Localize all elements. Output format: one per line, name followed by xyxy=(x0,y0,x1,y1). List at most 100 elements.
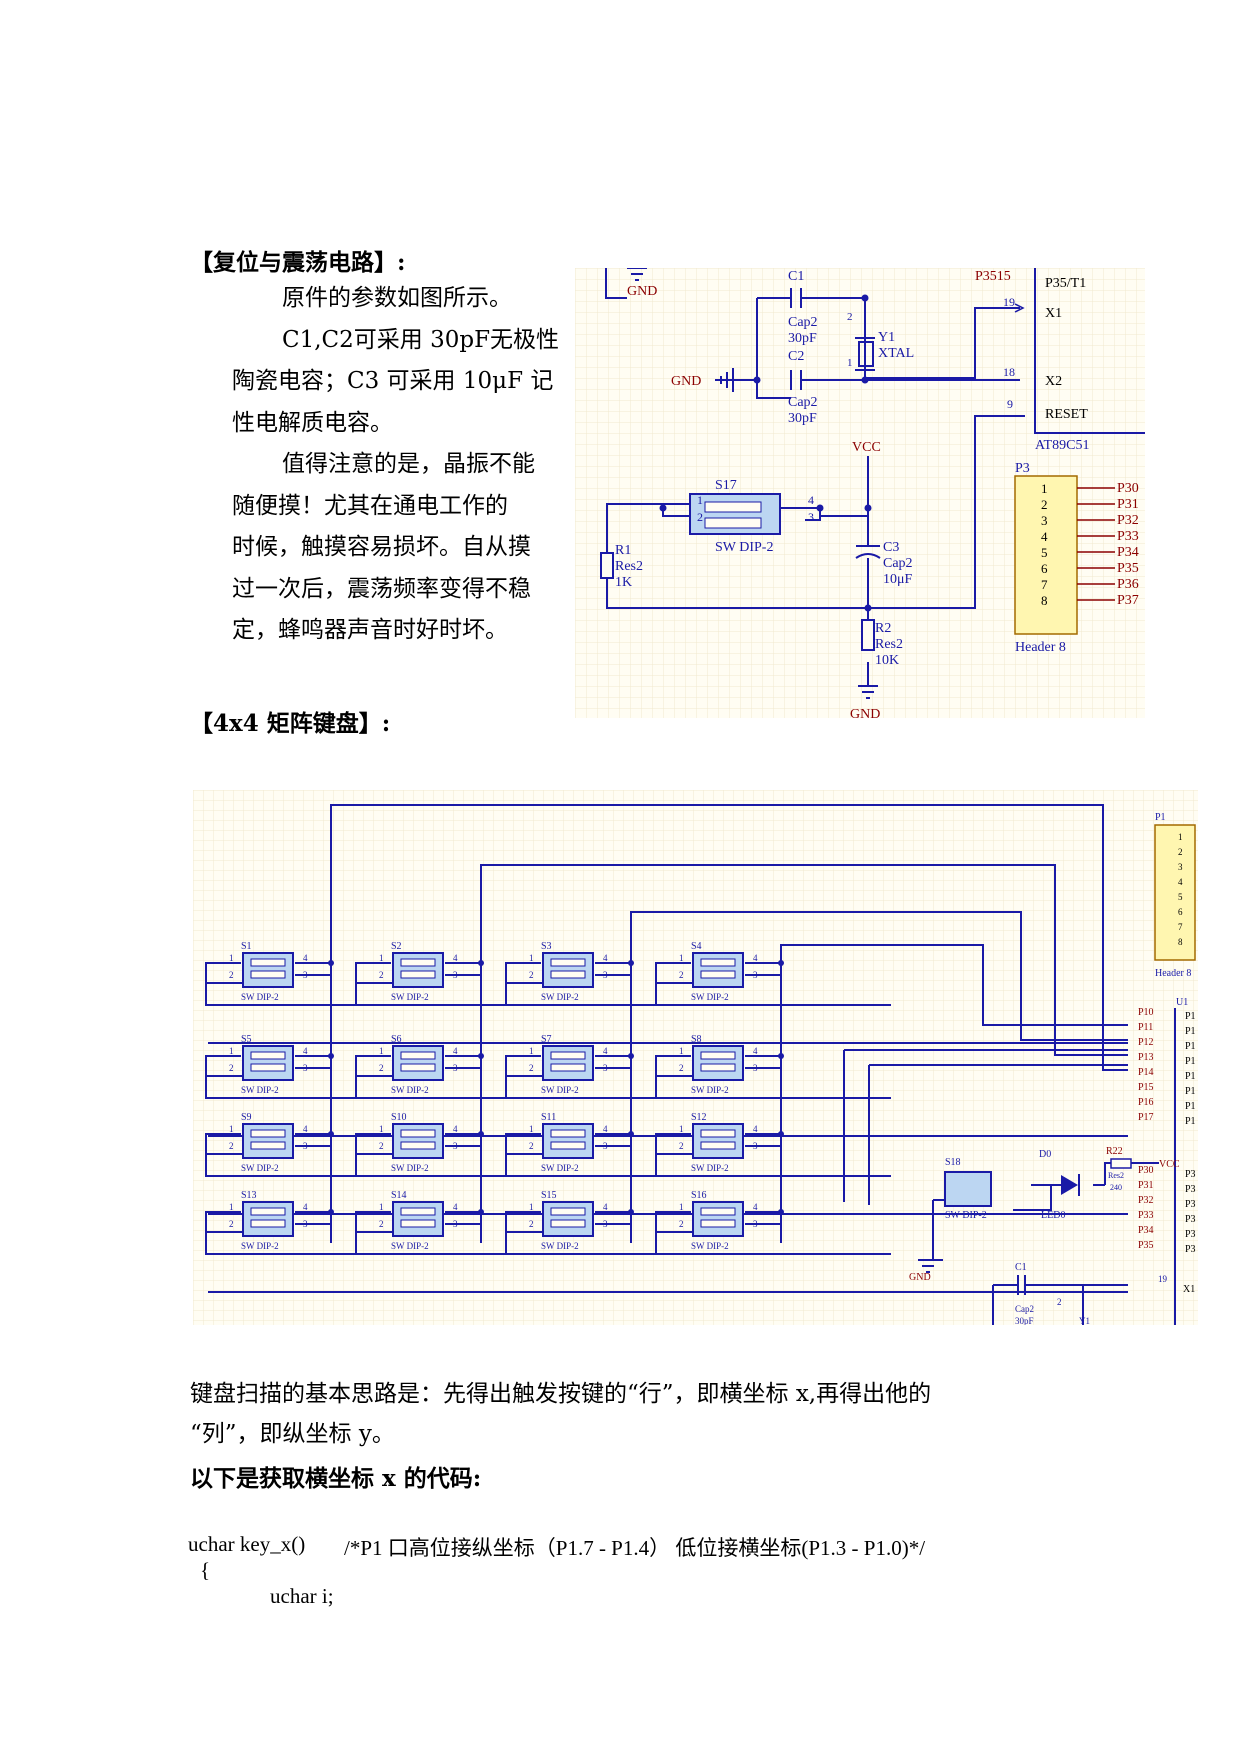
paragraph-line: 性电解质电容。 xyxy=(232,409,393,436)
switch-pin: 2 xyxy=(229,1141,234,1151)
r22-type: Res2 xyxy=(1108,1171,1124,1180)
paragraph-line: 陶瓷电容；C3 可采用 10μF 记 xyxy=(232,368,554,394)
switch-pin: 4 xyxy=(603,1202,608,1212)
p3-net: P37 xyxy=(1117,593,1139,608)
switch-pin: 1 xyxy=(679,1046,684,1056)
s17-pin: 3 xyxy=(808,510,814,524)
mcu-pin-name: RESET xyxy=(1045,407,1088,422)
switch-ref: S16 xyxy=(691,1190,707,1201)
paragraph-line: “列”，即纵坐标 y。 xyxy=(190,1421,395,1447)
p3-ref: P3 xyxy=(1015,461,1030,476)
p3-pin: 7 xyxy=(1041,577,1048,592)
switch-type: SW DIP-2 xyxy=(691,1241,729,1251)
section-heading-reset-oscillator: 【复位与震荡电路】: xyxy=(190,249,406,276)
switch-pin: 2 xyxy=(679,1219,684,1229)
switch-pin: 3 xyxy=(303,1219,308,1229)
p3-pin: 8 xyxy=(1041,593,1048,608)
switch-pin: 1 xyxy=(529,1046,534,1056)
switch-type: SW DIP-2 xyxy=(391,1085,429,1095)
c3-value: 10μF xyxy=(883,572,913,587)
x1-pin-num: 19 xyxy=(1158,1274,1168,1284)
r1-value: 1K xyxy=(615,575,632,590)
gnd-label: GND xyxy=(627,284,657,299)
u1-p1-net: P17 xyxy=(1138,1112,1154,1123)
paragraph-line: 过一次后，震荡频率变得不稳 xyxy=(232,575,531,602)
mcu-ref: AT89C51 xyxy=(1035,438,1089,453)
switch-pin: 3 xyxy=(753,1063,758,1073)
switch-pin: 2 xyxy=(379,1141,384,1151)
u1-pin-label: P3 xyxy=(1185,1244,1196,1255)
switch-pin: 2 xyxy=(679,970,684,980)
paragraph-line: C1,C2可采用 30pF无极性 xyxy=(282,326,560,353)
d0-ref: D0 xyxy=(1039,1149,1051,1160)
c1-type: Cap2 xyxy=(788,315,818,330)
switch-pin: 1 xyxy=(529,1124,534,1134)
switch-ref: S14 xyxy=(391,1190,407,1201)
mcu-pin-num: 18 xyxy=(1003,365,1015,379)
switch-type: SW DIP-2 xyxy=(541,992,579,1002)
c1-value: 30pF xyxy=(788,331,817,346)
x1-pin-label: X1 xyxy=(1183,1284,1195,1295)
switch-ref: S9 xyxy=(241,1112,252,1123)
u1-pin-label: P1 xyxy=(1185,1116,1196,1127)
switch-pin: 4 xyxy=(303,1124,308,1134)
switch-pin: 3 xyxy=(303,970,308,980)
switch-pin: 4 xyxy=(453,953,458,963)
c2-type: Cap2 xyxy=(788,395,818,410)
scan-description: 键盘扫描的基本思路是：先得出触发按键的“行”，即横坐标 x,再得出他的 “列”，… xyxy=(190,1374,1190,1454)
mcu-pin-name: X1 xyxy=(1045,306,1062,321)
p3-net: P34 xyxy=(1117,545,1139,560)
switch-ref: S6 xyxy=(391,1034,402,1045)
switch-pin: 3 xyxy=(753,970,758,980)
switch-pin: 2 xyxy=(529,1063,534,1073)
switch-ref: S13 xyxy=(241,1190,257,1201)
switch-pin: 2 xyxy=(229,1063,234,1073)
y1-pin-bottom: 1 xyxy=(847,357,853,369)
u1-p3-net: P33 xyxy=(1138,1210,1154,1221)
switch-pin: 4 xyxy=(603,953,608,963)
switch-pin: 2 xyxy=(379,970,384,980)
s17-ref: S17 xyxy=(715,478,737,493)
c2-value: 30pF xyxy=(788,411,817,426)
section-heading-matrix-keyboard: 【4x4 矩阵键盘】: xyxy=(190,710,391,737)
switch-pin: 3 xyxy=(453,1141,458,1151)
u1-pin-label: P1 xyxy=(1185,1056,1196,1067)
switch-type: SW DIP-2 xyxy=(391,1163,429,1173)
c1-pin: 2 xyxy=(1057,1297,1062,1307)
r1-type: Res2 xyxy=(615,559,643,574)
switch-type: SW DIP-2 xyxy=(691,992,729,1002)
p1-pin: 2 xyxy=(1178,847,1183,857)
switch-pin: 3 xyxy=(303,1141,308,1151)
reset-oscillator-schematic: GND GND GND VCC C1 Cap2 30pF C2 Cap2 30p… xyxy=(575,268,1145,718)
paragraph-line: 键盘扫描的基本思路是：先得出触发按键的“行”，即横坐标 x,再得出他的 xyxy=(190,1381,932,1407)
switch-pin: 1 xyxy=(529,1202,534,1212)
u1-p3-net: P31 xyxy=(1138,1180,1154,1191)
p3-net: P36 xyxy=(1117,577,1139,592)
u1-p1-net: P10 xyxy=(1138,1007,1154,1018)
p1-ref: P1 xyxy=(1155,812,1166,823)
switch-pin: 2 xyxy=(529,1141,534,1151)
switch-pin: 4 xyxy=(303,1202,308,1212)
y1-type: XTAL xyxy=(878,346,914,361)
p1-pin: 1 xyxy=(1178,832,1183,842)
p3-net: P33 xyxy=(1117,529,1139,544)
switch-ref: S10 xyxy=(391,1112,407,1123)
gnd-label: GND xyxy=(671,374,701,389)
switch-pin: 3 xyxy=(603,1141,608,1151)
switch-pin: 1 xyxy=(529,953,534,963)
u1-pin-label: P3 xyxy=(1185,1169,1196,1180)
u1-pin-label: P1 xyxy=(1185,1026,1196,1037)
switch-ref: S7 xyxy=(541,1034,552,1045)
c1-ref: C1 xyxy=(1015,1262,1027,1273)
u1-p1-net: P15 xyxy=(1138,1082,1154,1093)
u1-ref: U1 xyxy=(1176,997,1188,1008)
r1-ref: R1 xyxy=(615,543,631,558)
switch-type: SW DIP-2 xyxy=(391,992,429,1002)
code-line-brace: { xyxy=(200,1558,211,1582)
u1-p1-net: P12 xyxy=(1138,1037,1154,1048)
p1-pin: 6 xyxy=(1178,907,1183,917)
switch-pin: 3 xyxy=(603,1219,608,1229)
